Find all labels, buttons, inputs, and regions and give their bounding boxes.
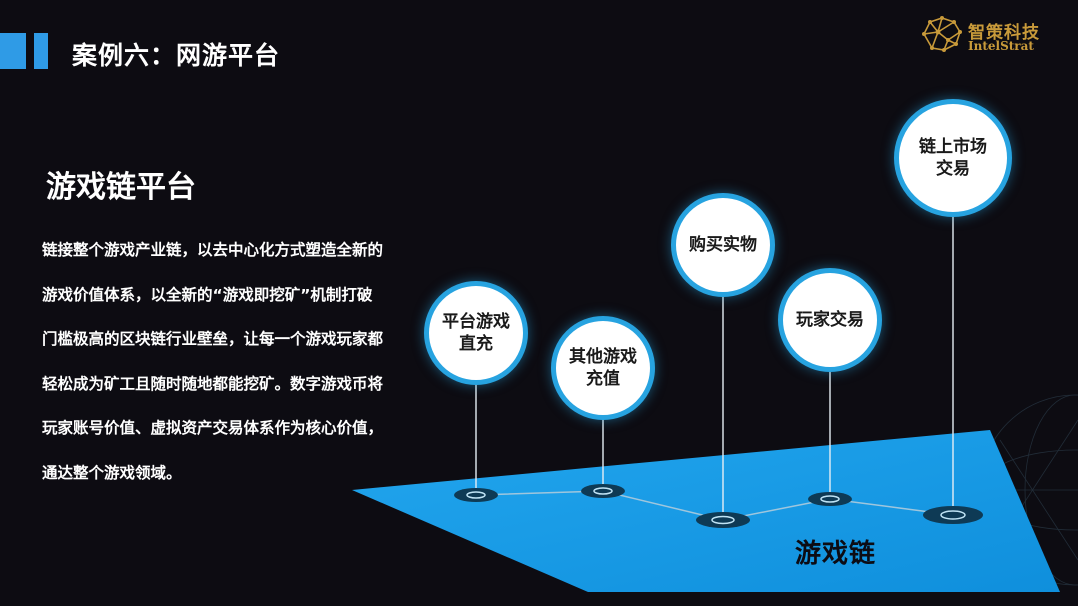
section-title: 游戏链平台 — [46, 170, 196, 205]
node-label: 链上市场 交易 — [919, 137, 987, 179]
globe-mesh-decoration — [979, 394, 1078, 586]
node-on-chain-market-trade: 链上市场 交易 — [894, 99, 1012, 217]
slide-title: 案例六：网游平台 — [72, 41, 281, 70]
title-accent-bar-small — [34, 33, 48, 69]
node-buy-physical-goods: 购买实物 — [671, 193, 775, 297]
company-logo: 智策科技 IntelStrat — [918, 14, 1048, 56]
node-player-trade: 玩家交易 — [778, 268, 882, 372]
node-label: 玩家交易 — [796, 310, 864, 330]
game-chain-platform — [352, 430, 1060, 592]
node-label: 其他游戏 充值 — [569, 347, 637, 389]
node-other-game-recharge: 其他游戏 充值 — [551, 316, 655, 420]
node-platform-recharge: 平台游戏 直充 — [424, 281, 528, 385]
brain-network-icon — [922, 16, 962, 52]
description-paragraph: 链接整个游戏产业链，以去中心化方式塑造全新的游戏价值体系，以全新的“游戏即挖矿”… — [42, 241, 384, 482]
game-chain-label: 游戏链 — [795, 539, 877, 569]
title-accent-bar — [0, 33, 26, 69]
node-label: 购买实物 — [689, 235, 757, 255]
logo-chinese-text: 智策科技 — [968, 23, 1040, 43]
platform-anchor-points — [454, 484, 983, 528]
logo-english-text: IntelStrat — [968, 39, 1034, 53]
stem-lines — [475, 215, 954, 520]
node-label: 平台游戏 直充 — [442, 312, 510, 354]
